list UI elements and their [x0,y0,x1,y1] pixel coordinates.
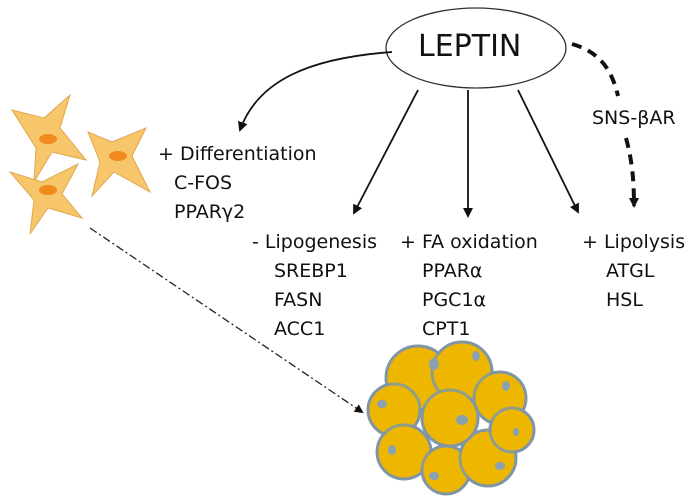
differentiation-heading: + Differentiation [158,143,317,165]
lipogenesis-gene: ACC1 [274,318,326,340]
fa-oxidation-heading: + FA oxidation [400,231,538,253]
arrow-differentiation-path [89,227,364,414]
adipocyte-droplets [377,351,519,480]
sns-beta-ar-label: SNS-βAR [592,107,676,129]
fa-oxidation-gene: PPARα [422,260,483,282]
leptin-label: LEPTIN [418,29,522,64]
lipolysis-gene: HSL [606,289,643,311]
adipocyte-texture [370,344,532,492]
preadipocyte-2 [87,127,152,198]
differentiation-gene: PPARγ2 [174,201,246,223]
arrow-sns-upper [571,42,620,97]
lipolysis-group: + Lipolysis ATGL HSL [582,230,685,312]
lipogenesis-group: - Lipogenesis SREBP1 FASN ACC1 [252,230,377,341]
lipogenesis-heading: - Lipogenesis [252,231,378,253]
differentiation-gene: C-FOS [174,172,233,194]
lipogenesis-gene: SREBP1 [274,260,348,282]
fa-oxidation-gene: PGC1α [422,289,487,311]
preadipocyte-1 [10,93,88,183]
arrow-sns-lower [624,137,639,208]
leptin-ellipse [385,7,567,89]
differentiation-group: + Differentiation C-FOS PPARγ2 [158,142,317,224]
preadipocyte-3 [8,162,84,235]
arrow-lipogenesis [353,89,419,215]
fa-oxidation-gene: CPT1 [422,318,471,340]
lipolysis-gene: ATGL [606,260,655,282]
arrow-lipolysis [517,89,579,214]
fa-oxidation-group: + FA oxidation PPARα PGC1α CPT1 [400,230,538,341]
lipolysis-heading: + Lipolysis [582,231,685,253]
lipogenesis-gene: FASN [274,289,323,311]
arrow-differentiation [238,51,393,132]
